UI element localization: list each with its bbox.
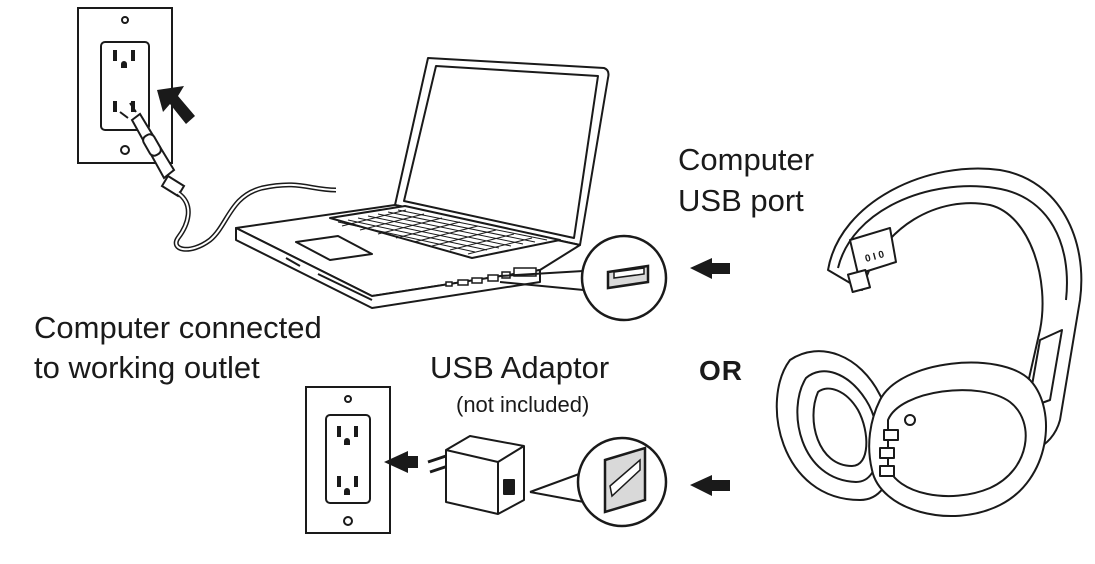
arrow-left-bottom-icon (690, 475, 730, 496)
wall-outlet-bottom-icon (305, 386, 391, 534)
computer-connected-label-line2: to working outlet (34, 350, 260, 385)
usb-adaptor-note: (not included) (456, 392, 590, 417)
computer-connected-label-line1: Computer connected (34, 310, 322, 345)
usb-adaptor-label: USB Adaptor (430, 350, 610, 385)
computer-usb-port-label-line1: Computer (678, 142, 815, 177)
or-label: OR (699, 355, 743, 386)
usb-port-detail-icon (580, 234, 668, 322)
headphones-icon (775, 167, 1083, 517)
laptop-icon (235, 57, 610, 309)
laptop-keyboard (337, 209, 548, 255)
usb-adapter-port-detail-icon (576, 436, 668, 528)
arrow-left-icon (690, 258, 730, 279)
hinge-marking: 0 I 0 (864, 249, 886, 265)
computer-usb-port-label-line2: USB port (678, 183, 804, 218)
wall-outlet-top-icon (77, 7, 173, 164)
arrow-left-outlet-icon (384, 451, 418, 473)
usb-adapter-icon (427, 435, 525, 515)
power-plug-icon (119, 102, 186, 198)
arrow-up-left-icon (157, 86, 195, 124)
